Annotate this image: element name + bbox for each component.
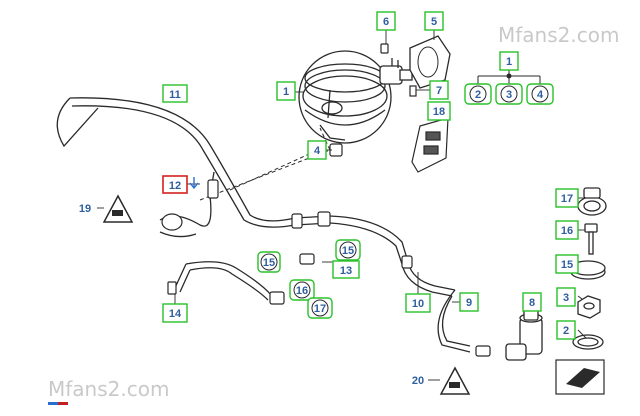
warning-triangle-icon — [439, 366, 471, 395]
callout-label: 14 — [169, 308, 182, 320]
callout-label: 4 — [314, 145, 321, 157]
callout-box — [332, 260, 360, 279]
callout-box — [257, 251, 281, 273]
callout-label: 11 — [169, 89, 181, 101]
callout-label: 10 — [412, 298, 424, 310]
callout-box — [424, 11, 444, 31]
callout-label: 2 — [563, 325, 569, 337]
callouts: 1 4 6 5 7 18 1 2 3 4 11 12 19 15 — [79, 11, 579, 387]
warning-triangle-icon — [102, 194, 134, 223]
callout-box — [522, 292, 542, 312]
bolt-part-16 — [584, 223, 598, 255]
watermark-top: Mfans2.com — [498, 23, 619, 47]
callout-label: 16 — [561, 225, 573, 237]
callout-label: 20 — [412, 375, 424, 387]
callout-box — [162, 84, 188, 103]
callout-box — [556, 287, 576, 307]
logo-stripe-red — [58, 402, 68, 405]
callout-label: 6 — [383, 16, 389, 28]
seal-ring-part-2 — [572, 334, 604, 350]
callout-label: 18 — [433, 106, 445, 118]
callout-label: 5 — [431, 16, 437, 28]
callout-box — [459, 292, 479, 312]
callout-box — [307, 140, 327, 160]
oil-can-icon — [112, 210, 123, 216]
callout-box — [376, 11, 396, 31]
callout-label: 7 — [436, 85, 442, 97]
clamp-part-17 — [577, 187, 607, 216]
hose-fittings — [161, 179, 491, 357]
brake-booster — [298, 50, 413, 144]
callout-label: 16 — [296, 285, 308, 297]
callout-box — [555, 254, 579, 274]
down-arrow-icon — [189, 177, 199, 190]
callout-box — [276, 81, 296, 101]
chevron-icon — [555, 359, 605, 395]
callout-label: 1 — [283, 86, 289, 98]
oil-can-icon — [449, 382, 460, 388]
callout-label: 9 — [466, 297, 472, 309]
watermark-bottom: Mfans2.com — [48, 377, 169, 401]
callout-box — [427, 101, 451, 121]
hose-clamp-part-15 — [570, 260, 606, 280]
callout-label: 13 — [340, 265, 352, 277]
callout-label: 17 — [314, 303, 326, 315]
bracket-part-18 — [411, 117, 449, 173]
callout-label: 15 — [263, 257, 275, 269]
logo-stripe-blue — [48, 402, 58, 405]
callout-box — [555, 220, 579, 240]
nut-part-3 — [577, 295, 601, 319]
hose-lines — [56, 97, 471, 353]
callout-label: 2 — [475, 89, 481, 101]
callout-box — [499, 51, 519, 71]
callout-box — [429, 80, 449, 100]
clip-part-7 — [409, 85, 417, 97]
callout-label: 19 — [79, 203, 91, 215]
callout-label: 12 — [169, 180, 181, 192]
callout-box — [162, 303, 188, 323]
pin-part-6 — [380, 43, 389, 54]
callout-box — [555, 188, 579, 208]
callout-label: 3 — [563, 292, 569, 304]
callout-label: 15 — [561, 259, 573, 271]
callout-label: 1 — [506, 56, 512, 68]
callout-box — [556, 320, 576, 340]
callout-label: 8 — [529, 297, 535, 309]
callout-box-highlighted — [162, 175, 188, 194]
callout-label: 15 — [342, 245, 354, 257]
callout-box — [405, 293, 431, 313]
callout-label: 4 — [537, 89, 544, 101]
gasket-ring — [409, 35, 451, 89]
callout-label: 3 — [506, 89, 512, 101]
callout-label: 17 — [561, 193, 573, 205]
